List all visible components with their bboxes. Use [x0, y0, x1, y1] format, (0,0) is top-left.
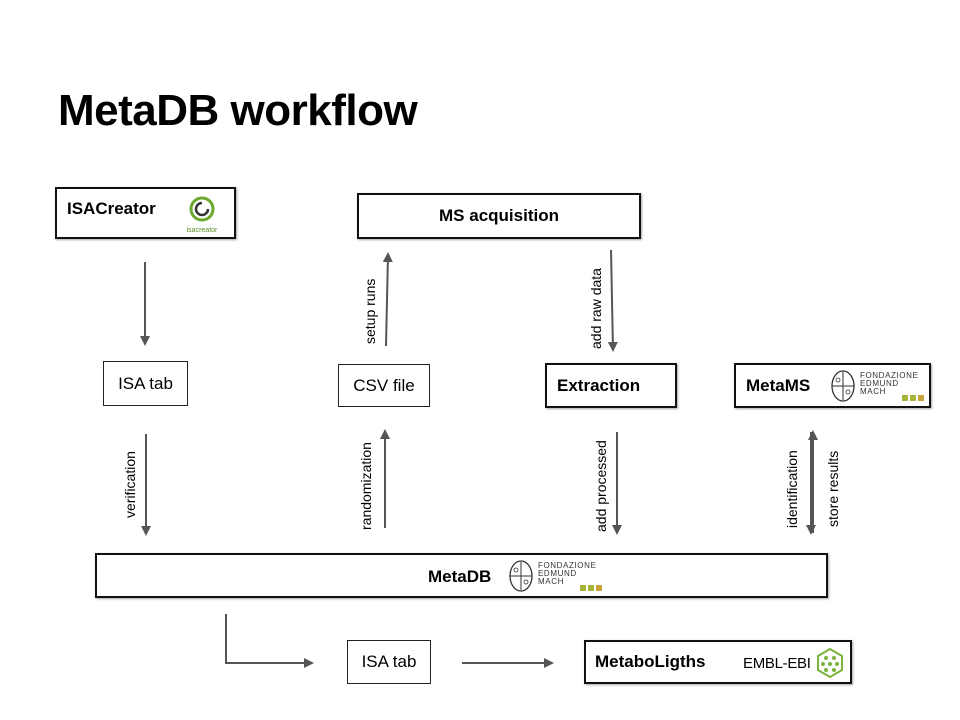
metadb-label: MetaDB [428, 567, 492, 586]
edge-label-add-processed: add processed [593, 440, 609, 532]
metams-fem-logo: FONDAZIONE EDMUND MACH [830, 369, 930, 405]
embl-ebi-logo-text: EMBL-EBI [743, 655, 811, 672]
isacreator-logo: isacreator [182, 195, 222, 235]
edge-label-store-results: store results [825, 450, 841, 527]
csv-file-label: CSV file [353, 375, 415, 395]
arrow-metadb-to-isatab [225, 614, 314, 668]
extraction-node: Extraction [545, 363, 677, 408]
csv-file-node: CSV file [338, 364, 430, 407]
isa-tab-node: ISA tab [103, 361, 188, 406]
page-title: MetaDB workflow [58, 86, 418, 135]
fem-line1: FONDAZIONE [860, 371, 919, 380]
fem-color-squares [902, 395, 924, 401]
isa-tab-label: ISA tab [118, 373, 173, 393]
metams-node: MetaMS FONDAZIONE EDMUND MACH [734, 363, 931, 408]
fem-crest-icon [509, 560, 533, 592]
isacreator-node: ISACreator isacreator [55, 187, 236, 239]
fem-line2: EDMUND [538, 569, 577, 578]
edge-label-add-raw-data: add raw data [588, 268, 604, 349]
fem-line3: MACH [860, 387, 886, 396]
isacreator-label: ISACreator [67, 199, 156, 218]
metams-label: MetaMS [746, 375, 811, 395]
metadb-fem-logo: FONDAZIONE EDMUND MACH [508, 559, 608, 595]
fem-line2: EDMUND [860, 379, 899, 388]
edge-label-identification: identification [784, 450, 800, 528]
ms-acquisition-node: MS acquisition [357, 193, 641, 239]
fem-crest-icon [831, 370, 855, 402]
extraction-label: Extraction [557, 375, 641, 395]
fem-line3: MACH [538, 577, 564, 586]
embl-ebi-logo-icon [817, 648, 843, 678]
isacreator-logo-icon [189, 196, 215, 222]
edge-label-verification: verification [122, 451, 138, 518]
metabolights-node: MetaboLigths EMBL-EBI [584, 640, 852, 684]
arrow-ms-to-extraction [607, 249, 618, 352]
arrow-csv-to-ms [382, 252, 393, 347]
metadb-node: MetaDB FONDAZIONE EDMUND MACH [95, 553, 828, 598]
edge-label-randomization: randomization [358, 442, 374, 530]
isa-tab-export-node: ISA tab [347, 640, 431, 684]
metabolights-label: MetaboLigths [595, 652, 706, 671]
fem-line1: FONDAZIONE [538, 561, 597, 570]
fem-color-squares [580, 585, 602, 591]
ms-acquisition-label: MS acquisition [439, 206, 559, 225]
isa-tab-export-label: ISA tab [361, 652, 417, 671]
isacreator-logo-text: isacreator [186, 227, 218, 234]
edge-label-setup-runs: setup runs [362, 278, 378, 344]
